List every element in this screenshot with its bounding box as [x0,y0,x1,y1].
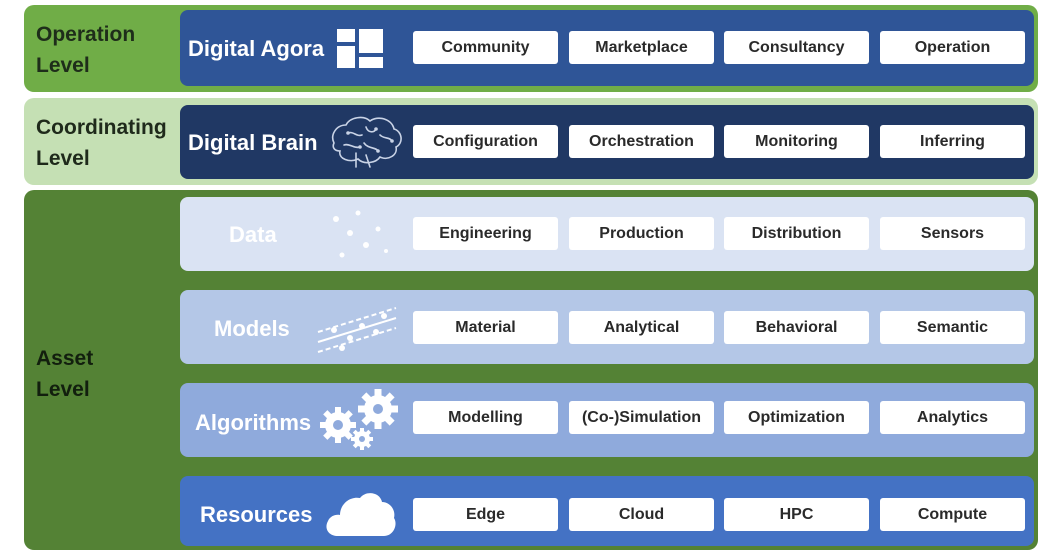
chip-operation: Operation [880,31,1025,64]
chip-analytical: Analytical [569,311,714,344]
chip-consultancy: Consultancy [724,31,869,64]
digital-agora-title: Digital Agora [188,36,325,61]
resources-band: Resources Edge Cloud HPC Compute [180,476,1034,546]
chip-marketplace: Marketplace [569,31,714,64]
chip-monitoring: Monitoring [724,125,869,158]
operation-level-label: Operation Level [36,23,136,77]
chip-hpc: HPC [724,498,869,531]
cloud-icon [326,493,396,536]
coordinating-level-label: Coordinating Level [36,116,167,170]
chip-analytics: Analytics [880,401,1025,434]
chip-material: Material [413,311,558,344]
chip-semantic: Semantic [880,311,1025,344]
digital-brain-band: Digital Brain Configuration Orchestratio… [180,105,1034,179]
chip-engineering: Engineering [413,217,558,250]
brain-circuit-icon [331,116,402,168]
chip-distribution: Distribution [724,217,869,250]
chip-inferring: Inferring [880,125,1025,158]
chip-compute: Compute [880,498,1025,531]
chip-configuration: Configuration [413,125,558,158]
digital-brain-title: Digital Brain [188,130,318,155]
chip-sensors: Sensors [880,217,1025,250]
asset-level-label: Asset Level [36,347,94,401]
chip-cloud: Cloud [569,498,714,531]
algorithms-band: Algorithms [180,383,1034,457]
chip-community: Community [413,31,558,64]
chip-edge: Edge [413,498,558,531]
chip-optimization: Optimization [724,401,869,434]
models-title: Models [214,316,290,341]
chip-production: Production [569,217,714,250]
digital-agora-band: Digital Agora Community Marketplace Cons… [180,10,1034,86]
resources-title: Resources [200,502,313,527]
chip-orchestration: Orchestration [569,125,714,158]
data-title: Data [229,222,277,247]
chip-co-simulation: (Co-)Simulation [569,401,714,434]
scattered-dots-icon [333,210,388,258]
regression-lines-icon [317,307,397,353]
algorithms-title: Algorithms [195,410,312,435]
chip-behavioral: Behavioral [724,311,869,344]
data-band: Data Engineering Production Distribution… [180,197,1034,271]
chip-modelling: Modelling [413,401,558,434]
models-band: Models Material Analytical Behavioral Se… [180,290,1034,364]
gears-icon [320,389,398,450]
dashboard-tiles-icon [337,29,383,68]
